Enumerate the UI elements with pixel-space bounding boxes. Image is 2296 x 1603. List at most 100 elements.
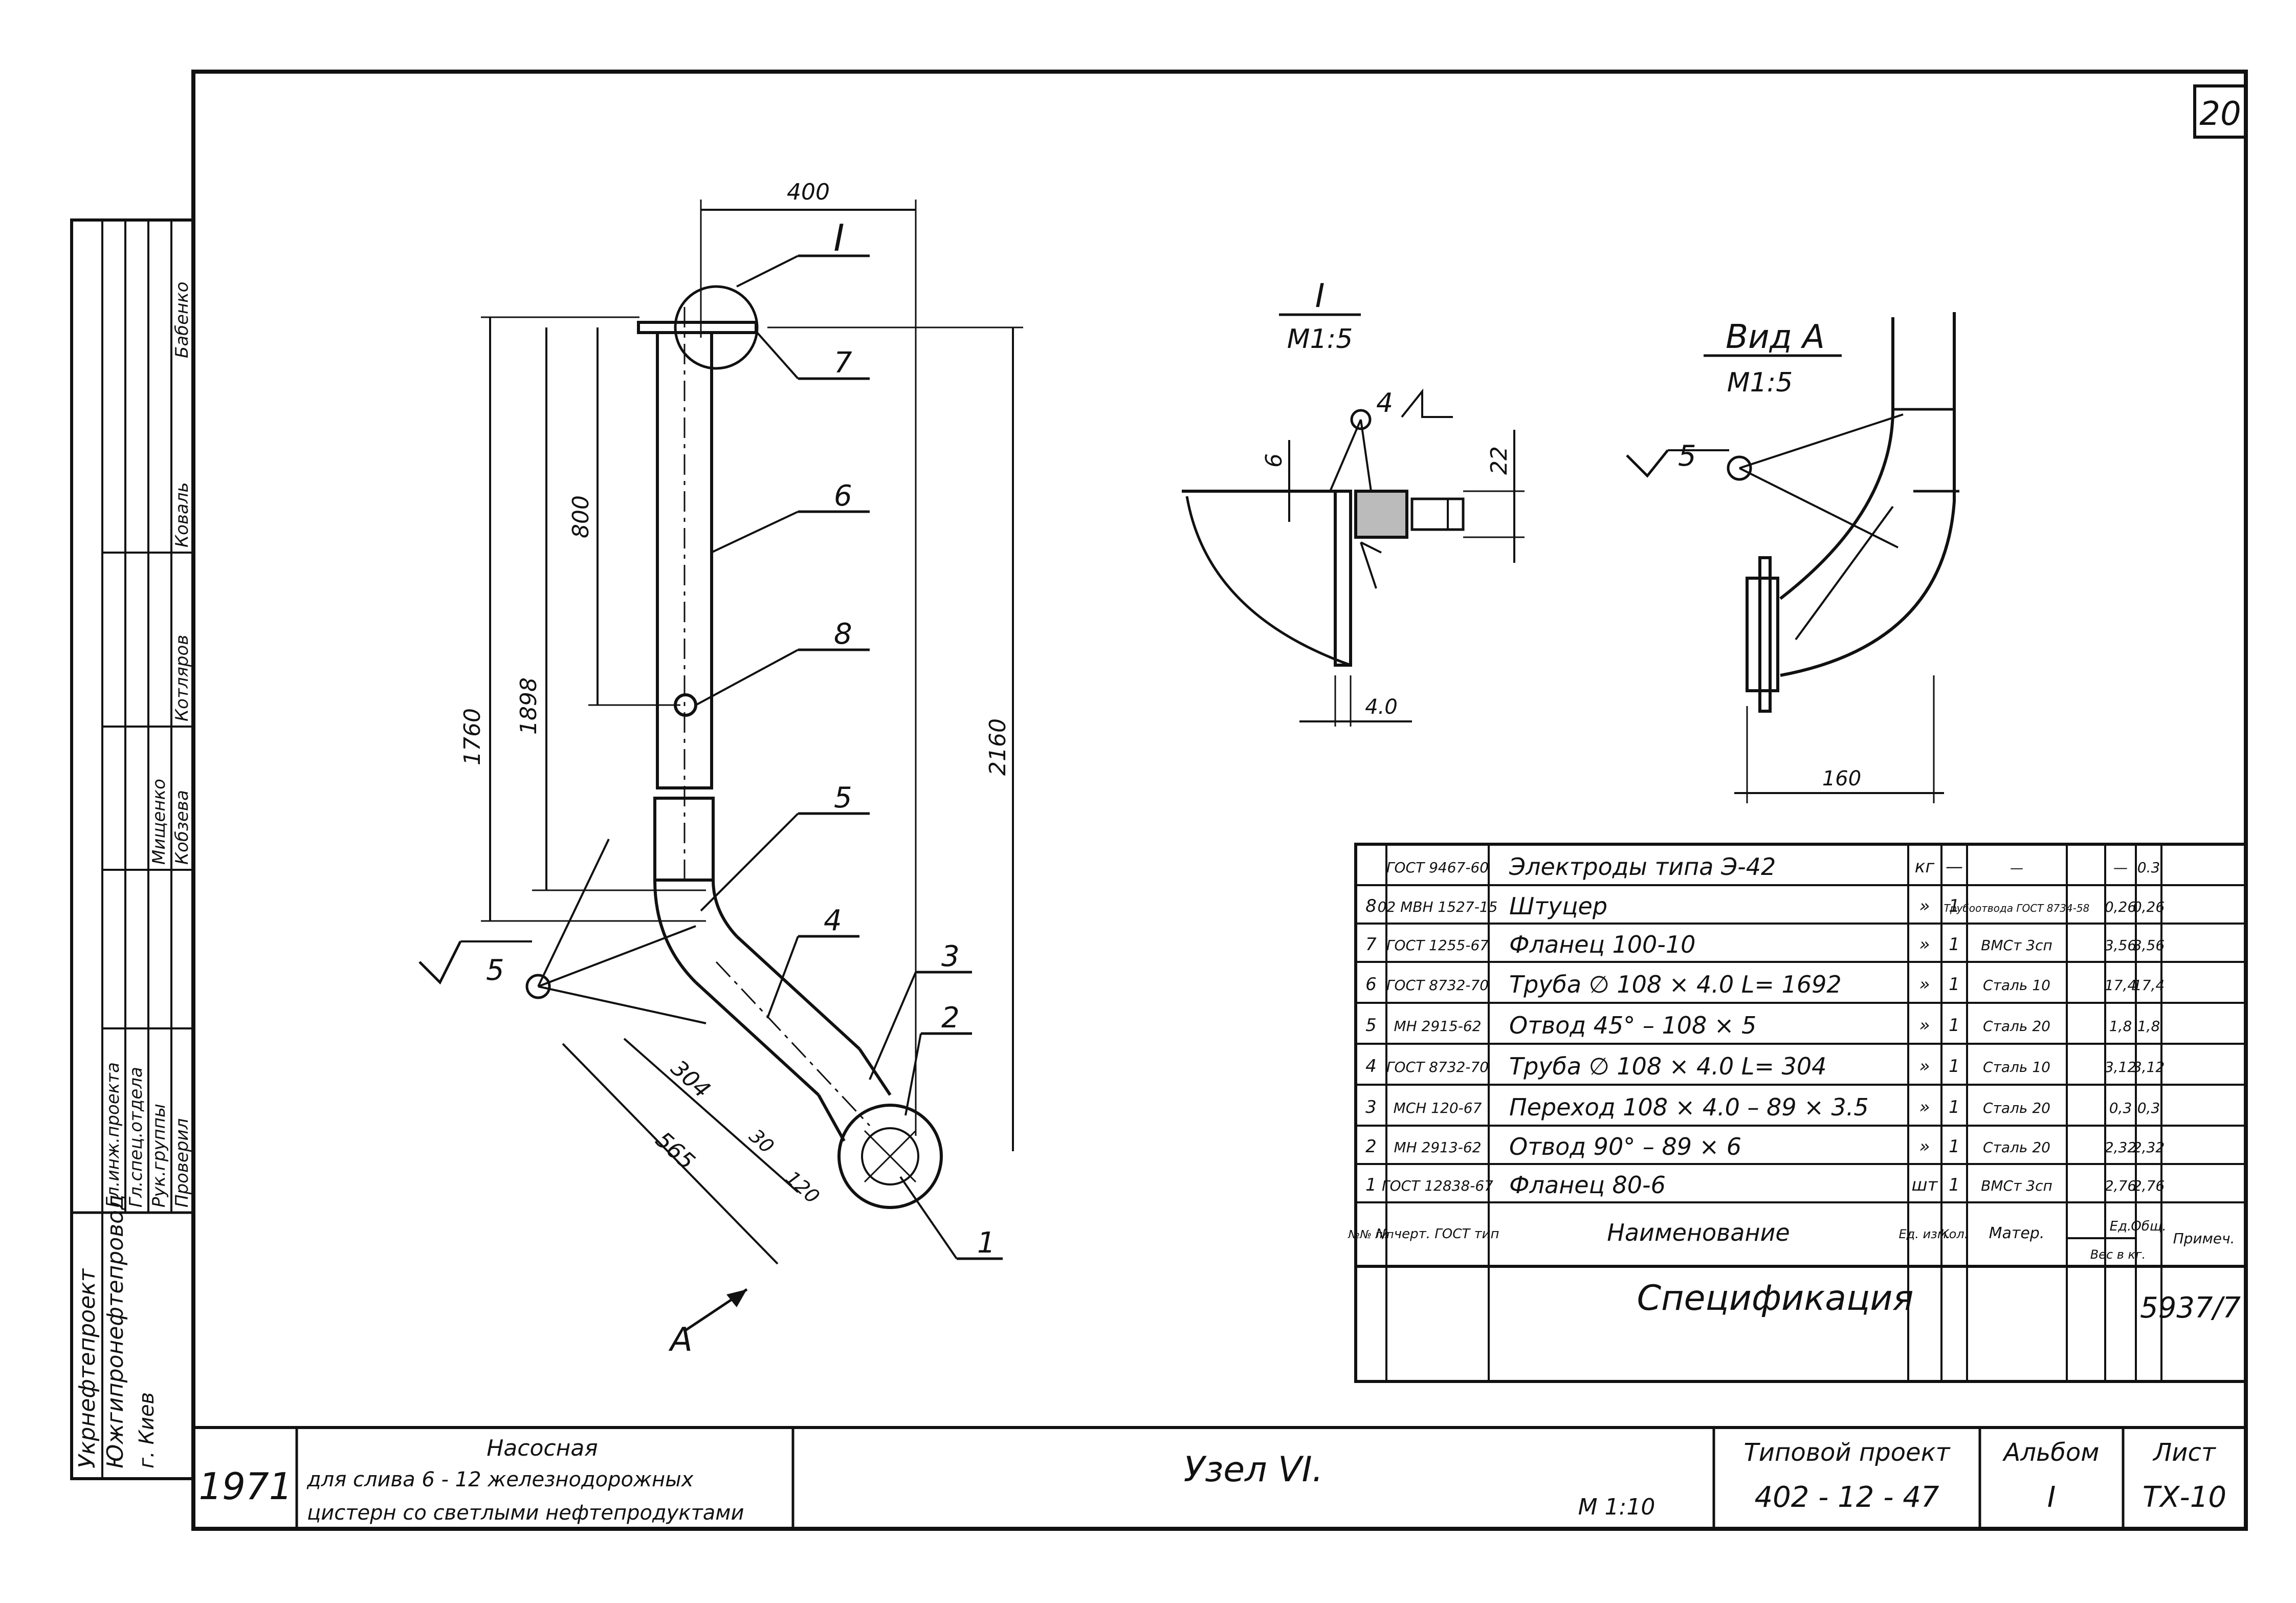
- spec-row-pos-2: 7: [1365, 934, 1377, 955]
- spec-row-qty-4: 1: [1949, 1015, 1960, 1036]
- spec-header-note: Примеч.: [2173, 1230, 2235, 1247]
- pos-7: 7: [834, 346, 852, 380]
- spec-row-doc-0: ГОСТ 9467-60: [1386, 859, 1489, 876]
- side-role-4: Проверил: [172, 1118, 192, 1207]
- spec-row-qty-6: 1: [1949, 1097, 1960, 1117]
- tb-project-no: 402 - 12 - 47: [1754, 1481, 1939, 1514]
- spec-row-w2-6: 0,3: [2137, 1100, 2160, 1116]
- spec-row-w1-0: —: [2113, 859, 2128, 876]
- spec-row-unit-2: »: [1919, 934, 1930, 955]
- side-name-4: Коваль: [172, 482, 192, 547]
- spec-row-mat-7: Сталь 20: [1983, 1139, 2050, 1156]
- spec-row-w1-2: 3,56: [2105, 937, 2136, 954]
- detail-I-dim-22: 22: [1486, 446, 1512, 475]
- spec-row-pos-7: 2: [1365, 1136, 1377, 1157]
- spec-row-qty-8: 1: [1949, 1175, 1960, 1195]
- tb-object-3: цистерн со светлыми нефтепродуктами: [307, 1501, 744, 1525]
- spec-row-unit-0: кг: [1915, 857, 1935, 877]
- spec-header-qty: Кол.: [1940, 1227, 1969, 1241]
- pos-1: 1: [977, 1226, 996, 1260]
- spec-row-mat-2: ВМСт 3сп: [1981, 937, 2052, 954]
- spec-row-mat-6: Сталь 20: [1983, 1100, 2050, 1116]
- spec-header-weight-total: Общ.: [2131, 1219, 2166, 1234]
- detail-I-dim-6: 6: [1261, 453, 1287, 468]
- spec-row-pos-6: 3: [1365, 1097, 1377, 1117]
- spec-row-mat-1: Трубоотвода ГОСТ 8734-58: [1944, 902, 2090, 914]
- spec-row-doc-6: МСН 120-67: [1394, 1100, 1482, 1116]
- pos-8: 8: [834, 618, 852, 651]
- view-A-arrow-label: A: [668, 1321, 693, 1359]
- spec-row-unit-3: »: [1919, 974, 1930, 995]
- dim-304: 304: [666, 1055, 715, 1103]
- spec-row-w2-1: 0,26: [2133, 898, 2165, 915]
- spec-row-w2-2: 3,56: [2133, 937, 2165, 954]
- spec-row-mat-8: ВМСт 3сп: [1981, 1177, 2052, 1194]
- sheet-number-box: [2193, 84, 2247, 139]
- tb-sheet-label: Лист: [2152, 1438, 2217, 1467]
- spec-row-qty-5: 1: [1949, 1056, 1960, 1077]
- spec-table: ГОСТ 9467-60 Электроды типа Э-42 кг — — …: [1348, 843, 2247, 1383]
- view-A: Вид А М1:5 5 160: [1626, 312, 1959, 803]
- spec-row-qty-2: 1: [1949, 934, 1960, 955]
- spec-row-unit-1: »: [1919, 896, 1930, 916]
- dim-800: 800: [568, 495, 594, 538]
- pos-3: 3: [941, 940, 960, 973]
- spec-row-w1-1: 0,26: [2105, 898, 2136, 915]
- view-A-title: Вид А: [1726, 318, 1825, 356]
- spec-row-pos-8: 1: [1365, 1175, 1377, 1195]
- spec-row-qty-3: 1: [1949, 974, 1960, 995]
- spec-row-doc-5: ГОСТ 8732-70: [1386, 1059, 1489, 1075]
- spec-row-name-5: Труба ∅ 108 × 4.0 L= 304: [1509, 1052, 1826, 1080]
- spec-row-w2-7: 2,32: [2133, 1139, 2165, 1156]
- dim-1760: 1760: [459, 708, 485, 765]
- tb-object-2: для слива 6 - 12 железнодорожных: [306, 1468, 694, 1491]
- spec-row-doc-8: ГОСТ 12838-67: [1382, 1177, 1493, 1194]
- detail-I: I М1:5 4 6 22 4.0: [1182, 277, 1525, 727]
- spec-header-doc: № черт. ГОСТ тип: [1375, 1226, 1499, 1242]
- spec-row-unit-7: »: [1919, 1136, 1930, 1157]
- detail-I-dim-40: 4.0: [1365, 695, 1398, 719]
- spec-row-unit-8: шт: [1912, 1175, 1938, 1195]
- view-A-scale: М1:5: [1727, 367, 1793, 398]
- side-role-3: Рук.группы: [149, 1104, 169, 1207]
- side-city: г. Киев: [135, 1392, 159, 1468]
- spec-row-pos-3: 6: [1365, 974, 1377, 995]
- dim-120: 120: [781, 1167, 824, 1208]
- main-view: I 400 2160 800 1898 1760 304 565 30 120 …: [418, 179, 1023, 1359]
- spec-header-weight-unit: Ед.: [2110, 1219, 2132, 1234]
- spec-row-name-7: Отвод 90° – 89 × 6: [1509, 1133, 1741, 1160]
- weld-mark-5: 5: [486, 954, 504, 987]
- sheet-frame: [191, 70, 2248, 1531]
- spec-row-w1-6: 0,3: [2109, 1100, 2132, 1116]
- title-block: 1971 Насосная для слива 6 - 12 железнодо…: [193, 1426, 2246, 1529]
- spec-row-w1-8: 2,76: [2105, 1177, 2136, 1194]
- spec-row-w2-4: 1,8: [2137, 1018, 2160, 1035]
- flange-1: [837, 1104, 943, 1209]
- spec-row-name-2: Фланец 100-10: [1509, 931, 1695, 958]
- pos-5: 5: [834, 781, 852, 815]
- spec-row-qty-7: 1: [1949, 1136, 1960, 1157]
- tb-sheet-no: ТХ-10: [2143, 1481, 2226, 1514]
- spec-row-w1-5: 3,12: [2105, 1059, 2136, 1075]
- spec-row-name-4: Отвод 45° – 108 × 5: [1509, 1012, 1756, 1039]
- pos-4: 4: [824, 904, 842, 937]
- pos-2: 2: [941, 1001, 960, 1035]
- side-role-2: Гл.спец.отдела: [126, 1067, 146, 1207]
- spec-row-name-1: Штуцер: [1509, 892, 1607, 920]
- spec-row-doc-1: 02 МВН 1527-15: [1378, 898, 1498, 915]
- side-stamp: Гл.инж.проекта Гл.спец.отдела Рук.группы…: [70, 218, 195, 1480]
- spec-header-weight: Вес в кг.: [2090, 1247, 2146, 1262]
- spec-row-pos-1: 8: [1365, 896, 1377, 916]
- detail-I-callout-circle: [674, 285, 759, 370]
- dim-2160: 2160: [985, 718, 1011, 776]
- tb-year: 1971: [198, 1465, 292, 1508]
- detail-I-weld-mark: 4: [1376, 388, 1393, 419]
- spec-row-qty-0: —: [1946, 857, 1963, 877]
- spec-header-unit: Ед. изм.: [1898, 1227, 1950, 1241]
- side-name-1: Кобзева: [172, 790, 192, 865]
- spec-row-name-0: Электроды типа Э-42: [1509, 853, 1776, 881]
- pos-6: 6: [834, 479, 852, 513]
- spec-row-w1-4: 1,8: [2109, 1018, 2132, 1035]
- pos-leaders: 7 6 8 5 4 3 2 1: [695, 332, 1003, 1260]
- spec-row-doc-4: МН 2915-62: [1394, 1018, 1481, 1035]
